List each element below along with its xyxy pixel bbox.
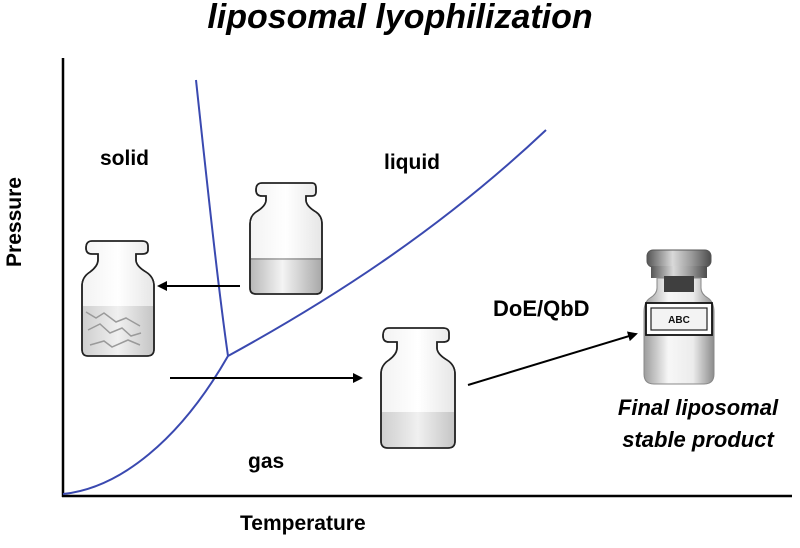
process-label: DoE/QbD [493,296,590,321]
final-product-caption: Final liposomal stable product [588,392,800,456]
y-axis-label: Pressure [3,177,26,267]
diagram-title: liposomal lyophilization [207,0,593,36]
final-product-line1: Final liposomal [617,395,779,420]
sealed-vial-icon [643,249,715,385]
region-solid-label: solid [100,147,150,170]
x-axis-label: Temperature [240,512,366,535]
qbd-arrow [467,331,638,386]
liquid-vial-icon [249,182,323,295]
final-product-line2: stable product [622,427,774,452]
vial-label: ABC [668,315,690,326]
vaporization-curve [227,129,547,357]
region-liquid-label: liquid [384,151,440,174]
melting-curve [195,79,229,357]
region-gas-label: gas [248,450,285,473]
sublimation-curve [62,355,229,495]
powder-vial-icon [380,327,456,449]
frozen-vial-icon [81,240,155,357]
